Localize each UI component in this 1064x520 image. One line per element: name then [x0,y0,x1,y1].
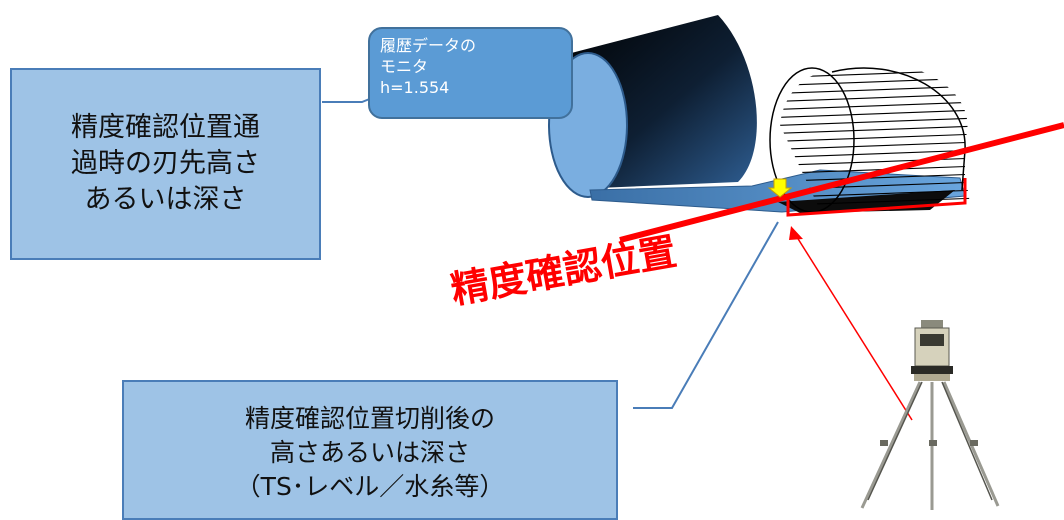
total-station-tripod-icon [860,320,1000,510]
bottom-box-line-2: 高さあるいは深さ [269,438,470,467]
callout-line-2: モニタ [380,57,429,76]
left-box-line-3: あるいは深さ [84,184,247,215]
bottom-box-line-3: （TS･レベル／水糸等） [235,472,505,501]
down-arrow-marker-icon [767,178,793,198]
left-box-line-1: 精度確認位置通 [71,112,260,143]
left-box-line-2: 過時の刃先高さ [71,148,260,179]
history-monitor-callout: 履歴データの モニタ h=1.554 [368,27,573,119]
bottom-box-line-1: 精度確認位置切削後の [244,404,495,433]
history-drum [548,15,757,198]
sight-line [789,226,913,421]
callout-line-1: 履歴データの [380,36,477,55]
post-cut-height-label: 精度確認位置切削後の 高さあるいは深さ （TS･レベル／水糸等） [122,380,618,520]
cutting-edge-height-label: 精度確認位置通 過時の刃先高さ あるいは深さ [10,68,321,260]
callout-height-value: h=1.554 [380,78,450,97]
reference-line [619,122,1064,243]
